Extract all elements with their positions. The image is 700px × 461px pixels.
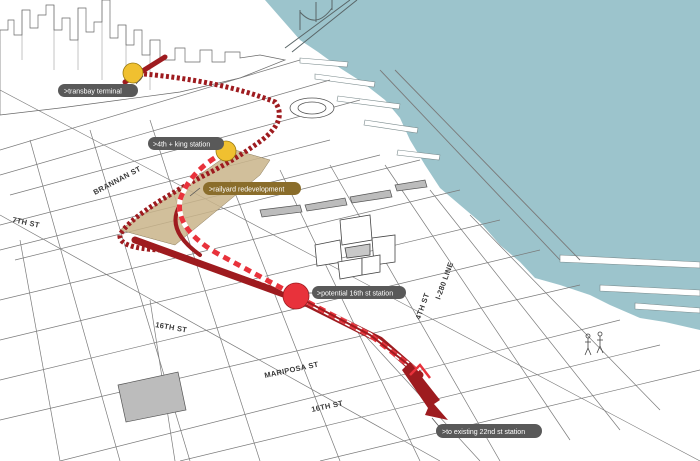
street-label-4th: 4TH ST [413,292,431,321]
label-4th-king-station: >4th + king station [148,137,224,150]
street-label-16th: 16TH ST [155,320,188,334]
svg-text:>transbay terminal: >transbay terminal [64,89,122,96]
street-label-7th: 7TH ST [12,215,41,230]
piers [299,57,700,314]
street-label-mariposa: MARIPOSA ST [264,360,320,380]
label-potential-16th-station: >potential 16th st station [312,286,406,299]
ballpark [289,97,335,119]
sixteenth-station-marker [282,282,310,310]
transbay-station-marker [122,62,144,84]
city-skyline [0,0,287,116]
rail-line-dashed [117,70,420,374]
street-label-brannan: BRANNAN ST [92,164,143,197]
label-railyard-redevelopment: >railyard redevelopment [203,182,301,195]
railyard-area [119,149,271,246]
dotted-blocks [117,179,428,423]
label-transbay-terminal: >transbay terminal [58,84,138,97]
svg-text:>to existing 22nd st station: >to existing 22nd st station [442,429,525,436]
building-cluster [314,214,396,280]
rail-arrow-22nd [402,362,448,420]
bay-bridge [284,0,358,53]
label-22nd-st-station: >to existing 22nd st station [436,424,542,438]
street-label-i280: I-280 LINE [433,261,455,301]
pedestrian-figures [584,331,604,356]
svg-text:>4th + king station: >4th + king station [153,142,210,149]
svg-text:>potential 16th st station: >potential 16th st station [317,291,393,298]
street-label-16th-lower: 16TH ST [311,398,344,414]
svg-text:>railyard redevelopment: >railyard redevelopment [209,187,284,194]
